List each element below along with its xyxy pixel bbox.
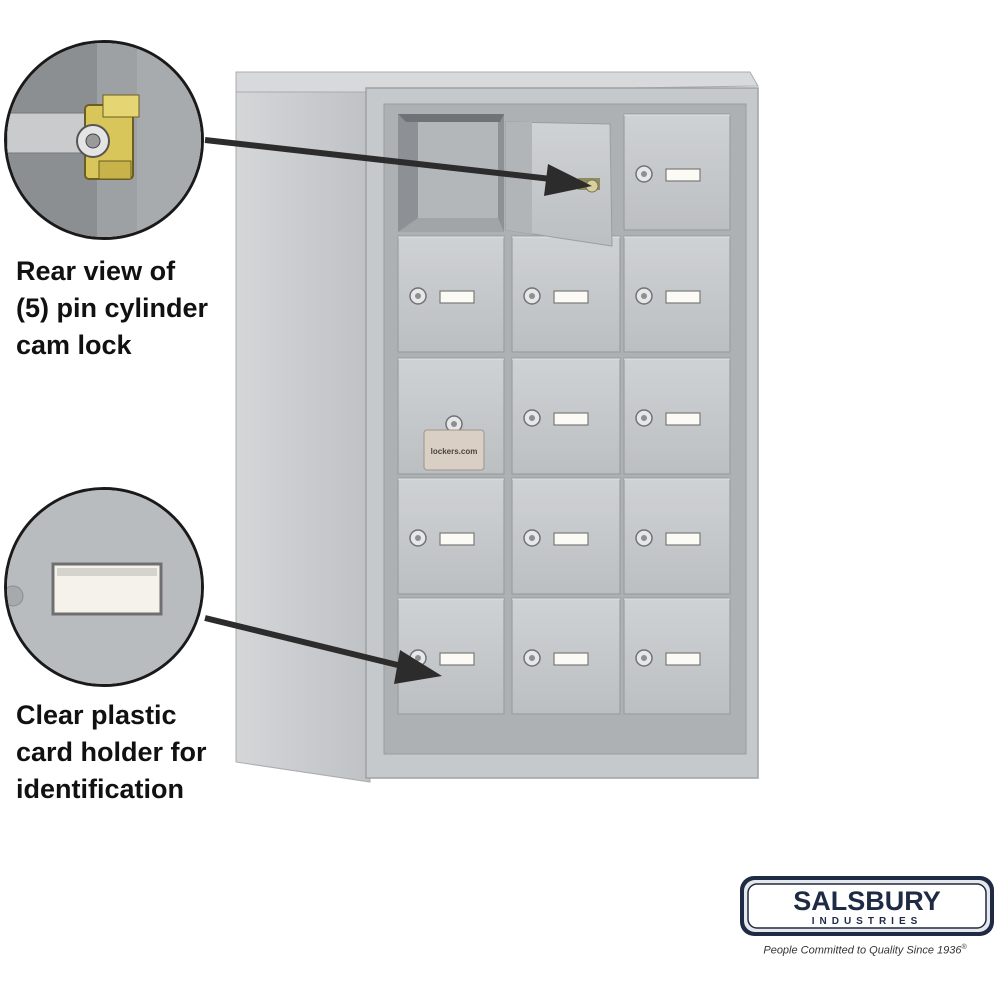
card-holder (665, 532, 701, 546)
locker-door (623, 477, 731, 595)
locker-door (511, 477, 621, 595)
card-holder (665, 652, 701, 666)
card-holder (553, 290, 589, 304)
card-holder (665, 290, 701, 304)
card-holder (553, 652, 589, 666)
brand-tagline: People Committed to Quality Since 1936® (740, 944, 990, 957)
locker-door (511, 235, 621, 353)
locker-door (623, 235, 731, 353)
locker-door: lockers.com (397, 357, 505, 475)
card-callout-line: card holder for (16, 737, 207, 767)
logo-brand-name: SALSBURY (793, 886, 941, 916)
brand-tagline-text: People Committed to Quality Since 1936 (763, 944, 962, 957)
callout-arrow-card (204, 615, 442, 684)
card-holder (553, 532, 589, 546)
locker-door (623, 357, 731, 475)
locker-door (397, 597, 505, 715)
salsbury-logo: SALSBURY INDUSTRIES (740, 876, 994, 936)
card-holder (553, 412, 589, 426)
locker-door (511, 597, 621, 715)
lock-callout-line: Rear view of (16, 256, 176, 286)
locker-doors: lockers.com (397, 113, 731, 715)
trademark-mark: ® (961, 944, 967, 951)
cam-lock-closeup-icon (4, 40, 204, 240)
locker-door (511, 357, 621, 475)
card-callout-line: Clear plastic (16, 700, 177, 730)
locker-door (623, 597, 731, 715)
id-plate: lockers.com (423, 429, 485, 471)
card-holder (665, 168, 701, 182)
card-holder (439, 532, 475, 546)
lock-callout-line: cam lock (16, 330, 132, 360)
logo-brand-sub: INDUSTRIES (812, 916, 923, 927)
card-callout-line: identification (16, 774, 184, 804)
card-holder-closeup-icon (4, 487, 204, 687)
card-holder (439, 652, 475, 666)
locker-door (397, 235, 505, 353)
card-holder (439, 290, 475, 304)
lock-callout-text: Rear view of (5) pin cylinder cam lock (16, 253, 208, 364)
locker-door (397, 477, 505, 595)
locker-side-panel (235, 71, 371, 783)
callout-arrow-lock (204, 137, 592, 196)
id-plate-text: lockers.com (431, 447, 478, 456)
card-holder (665, 412, 701, 426)
card-callout-text: Clear plastic card holder for identifica… (16, 697, 207, 808)
lock-callout-line: (5) pin cylinder (16, 293, 209, 323)
locker-door (623, 113, 731, 231)
